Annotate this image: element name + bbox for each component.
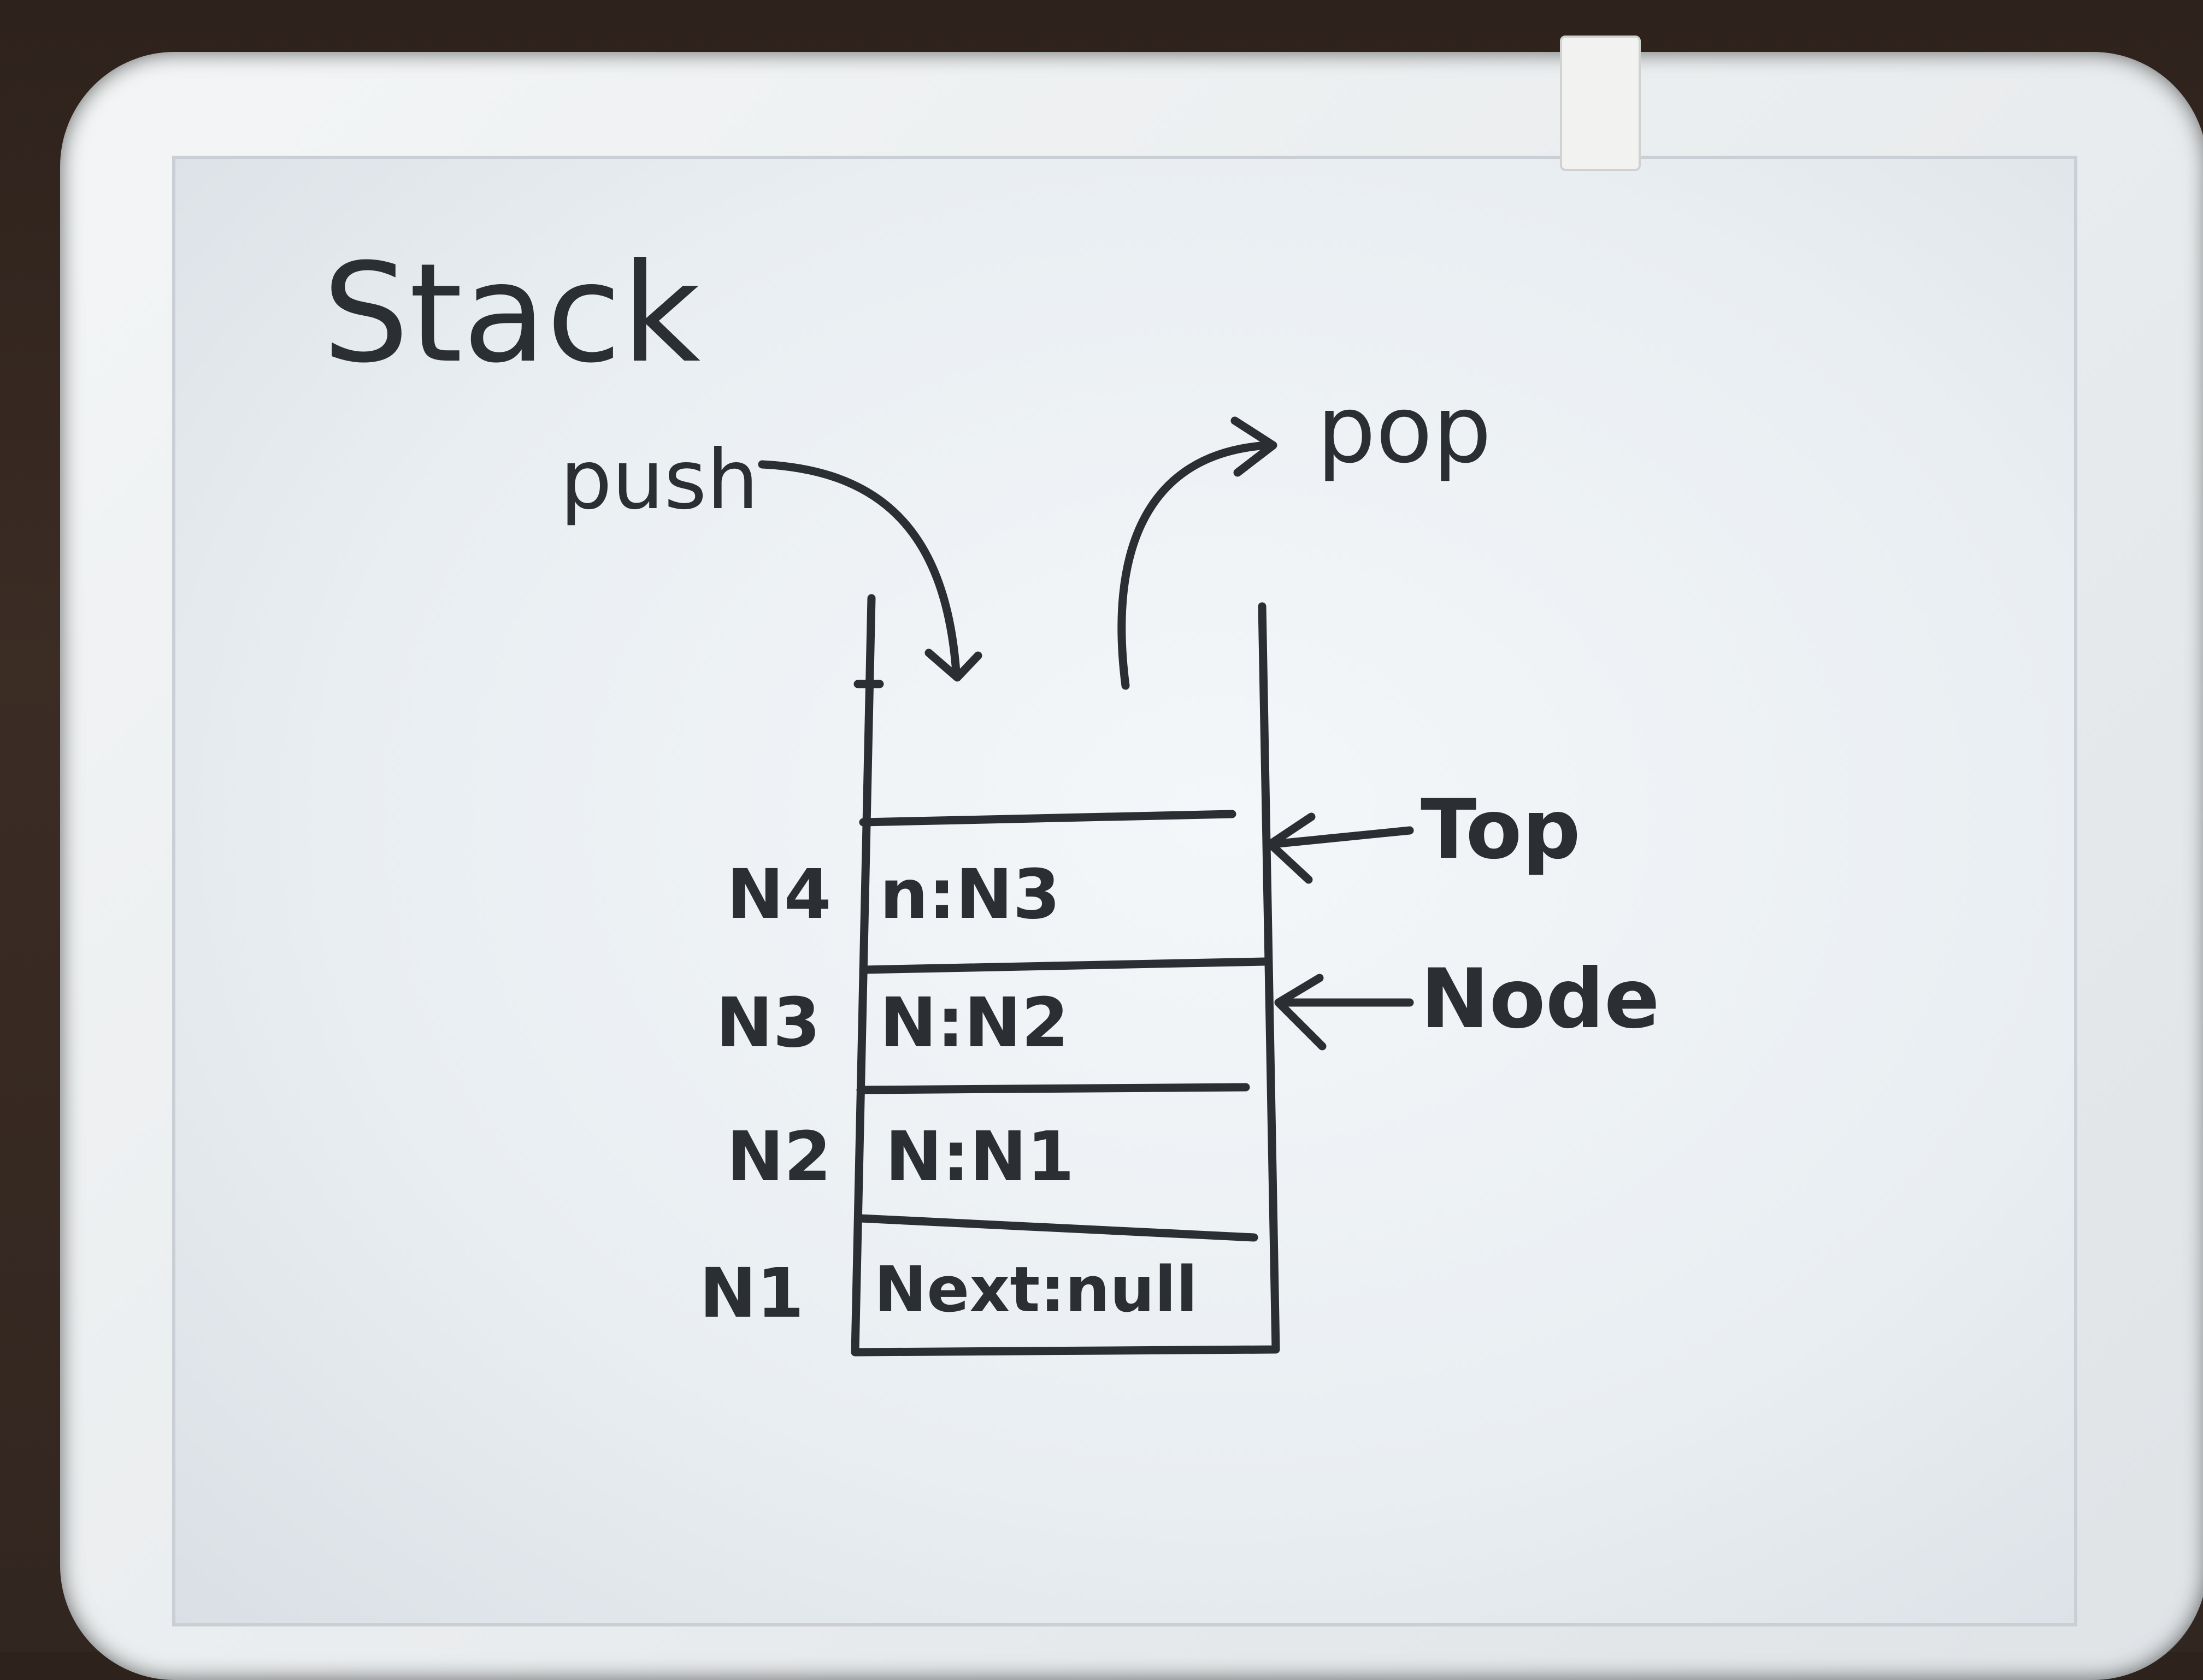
top-label: Top [1421,782,1581,877]
pop-label: pop [1317,376,1492,484]
stack-container [851,594,1280,1357]
node-name: N4 [727,855,832,934]
stack-divider [856,1214,1258,1242]
node-name: N3 [716,983,821,1063]
pop-arrow [1117,441,1272,690]
node-content: Next:null [874,1253,1198,1327]
node-name: N2 [727,1117,832,1196]
diagram-title: Stack [322,234,700,393]
node-content: N:N1 [885,1117,1074,1196]
top-arrow [1269,826,1414,848]
pop-arrowhead [1230,416,1277,477]
push-arrowhead [924,649,982,682]
top-arrowhead [1266,812,1316,884]
push-label: push [560,433,759,528]
node-arrowhead [1274,974,1327,1051]
whiteboard-surface [172,156,2077,1626]
stack-divider [856,1083,1250,1094]
node-content: n:N3 [880,855,1061,934]
stack-divider [859,957,1269,974]
node-label: Node [1421,952,1660,1047]
whiteboard-clip [1560,36,1641,171]
node-name: N1 [699,1254,804,1333]
push-arrow [758,460,961,676]
stack-divider [859,810,1236,827]
node-content: N:N2 [880,983,1069,1063]
